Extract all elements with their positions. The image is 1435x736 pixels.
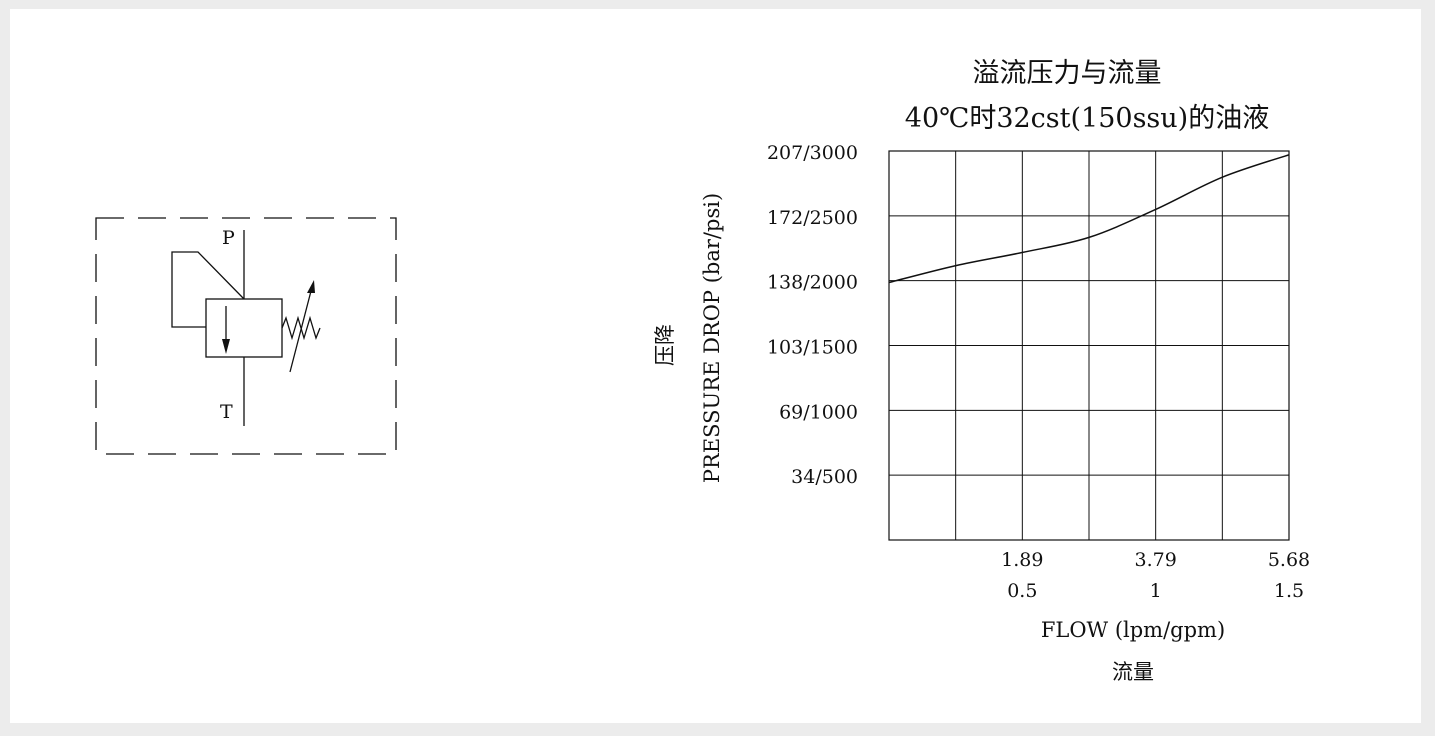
y-tick-label: 34/500 bbox=[791, 466, 858, 488]
y-tick-label: 207/3000 bbox=[767, 142, 858, 164]
pressure-flow-chart: 溢流压力与流量 40℃时32cst(150ssu)的油液 207/3000 172… bbox=[653, 58, 1310, 684]
x-tick-label-lpm: 5.68 bbox=[1268, 549, 1310, 571]
adjustment-arrow-head bbox=[307, 280, 315, 293]
y-axis-label-cn: 压降 bbox=[653, 324, 677, 366]
x-tick-label-lpm: 3.79 bbox=[1135, 549, 1177, 571]
pilot-line bbox=[171, 251, 245, 328]
y-tick-label: 172/2500 bbox=[767, 207, 858, 229]
y-axis-label: PRESSURE DROP (bar/psi) bbox=[700, 193, 724, 483]
flow-arrow-head bbox=[222, 339, 230, 354]
port-p-label: P bbox=[222, 227, 235, 249]
y-tick-label: 138/2000 bbox=[767, 272, 858, 294]
relief-valve-schematic: P T bbox=[95, 217, 397, 455]
valve-envelope-dashed-box bbox=[95, 217, 397, 455]
x-tick-labels: 1.89 0.5 3.79 1 5.68 1.5 bbox=[1001, 549, 1310, 602]
x-axis-label-cn: 流量 bbox=[1112, 660, 1154, 684]
series-line-pressure bbox=[888, 154, 1290, 284]
chart-subtitle: 40℃时32cst(150ssu)的油液 bbox=[905, 103, 1269, 134]
x-tick-label-gpm: 1.5 bbox=[1274, 580, 1304, 602]
adjustment-arrow-shaft bbox=[289, 290, 312, 373]
x-axis-label: FLOW (lpm/gpm) bbox=[1041, 618, 1225, 642]
y-tick-labels: 207/3000 172/2500 138/2000 103/1500 69/1000 3… bbox=[767, 142, 858, 488]
x-tick-label-lpm: 1.89 bbox=[1001, 549, 1043, 571]
valve-body bbox=[205, 298, 283, 358]
chart-title: 溢流压力与流量 bbox=[973, 58, 1162, 89]
y-tick-label: 69/1000 bbox=[779, 401, 858, 423]
port-t-label: T bbox=[220, 401, 233, 423]
figure-card bbox=[10, 9, 1421, 723]
x-tick-label-gpm: 0.5 bbox=[1007, 580, 1037, 602]
y-tick-label: 103/1500 bbox=[767, 337, 858, 359]
chart-grid bbox=[888, 150, 1290, 541]
x-tick-label-gpm: 1 bbox=[1150, 580, 1162, 602]
